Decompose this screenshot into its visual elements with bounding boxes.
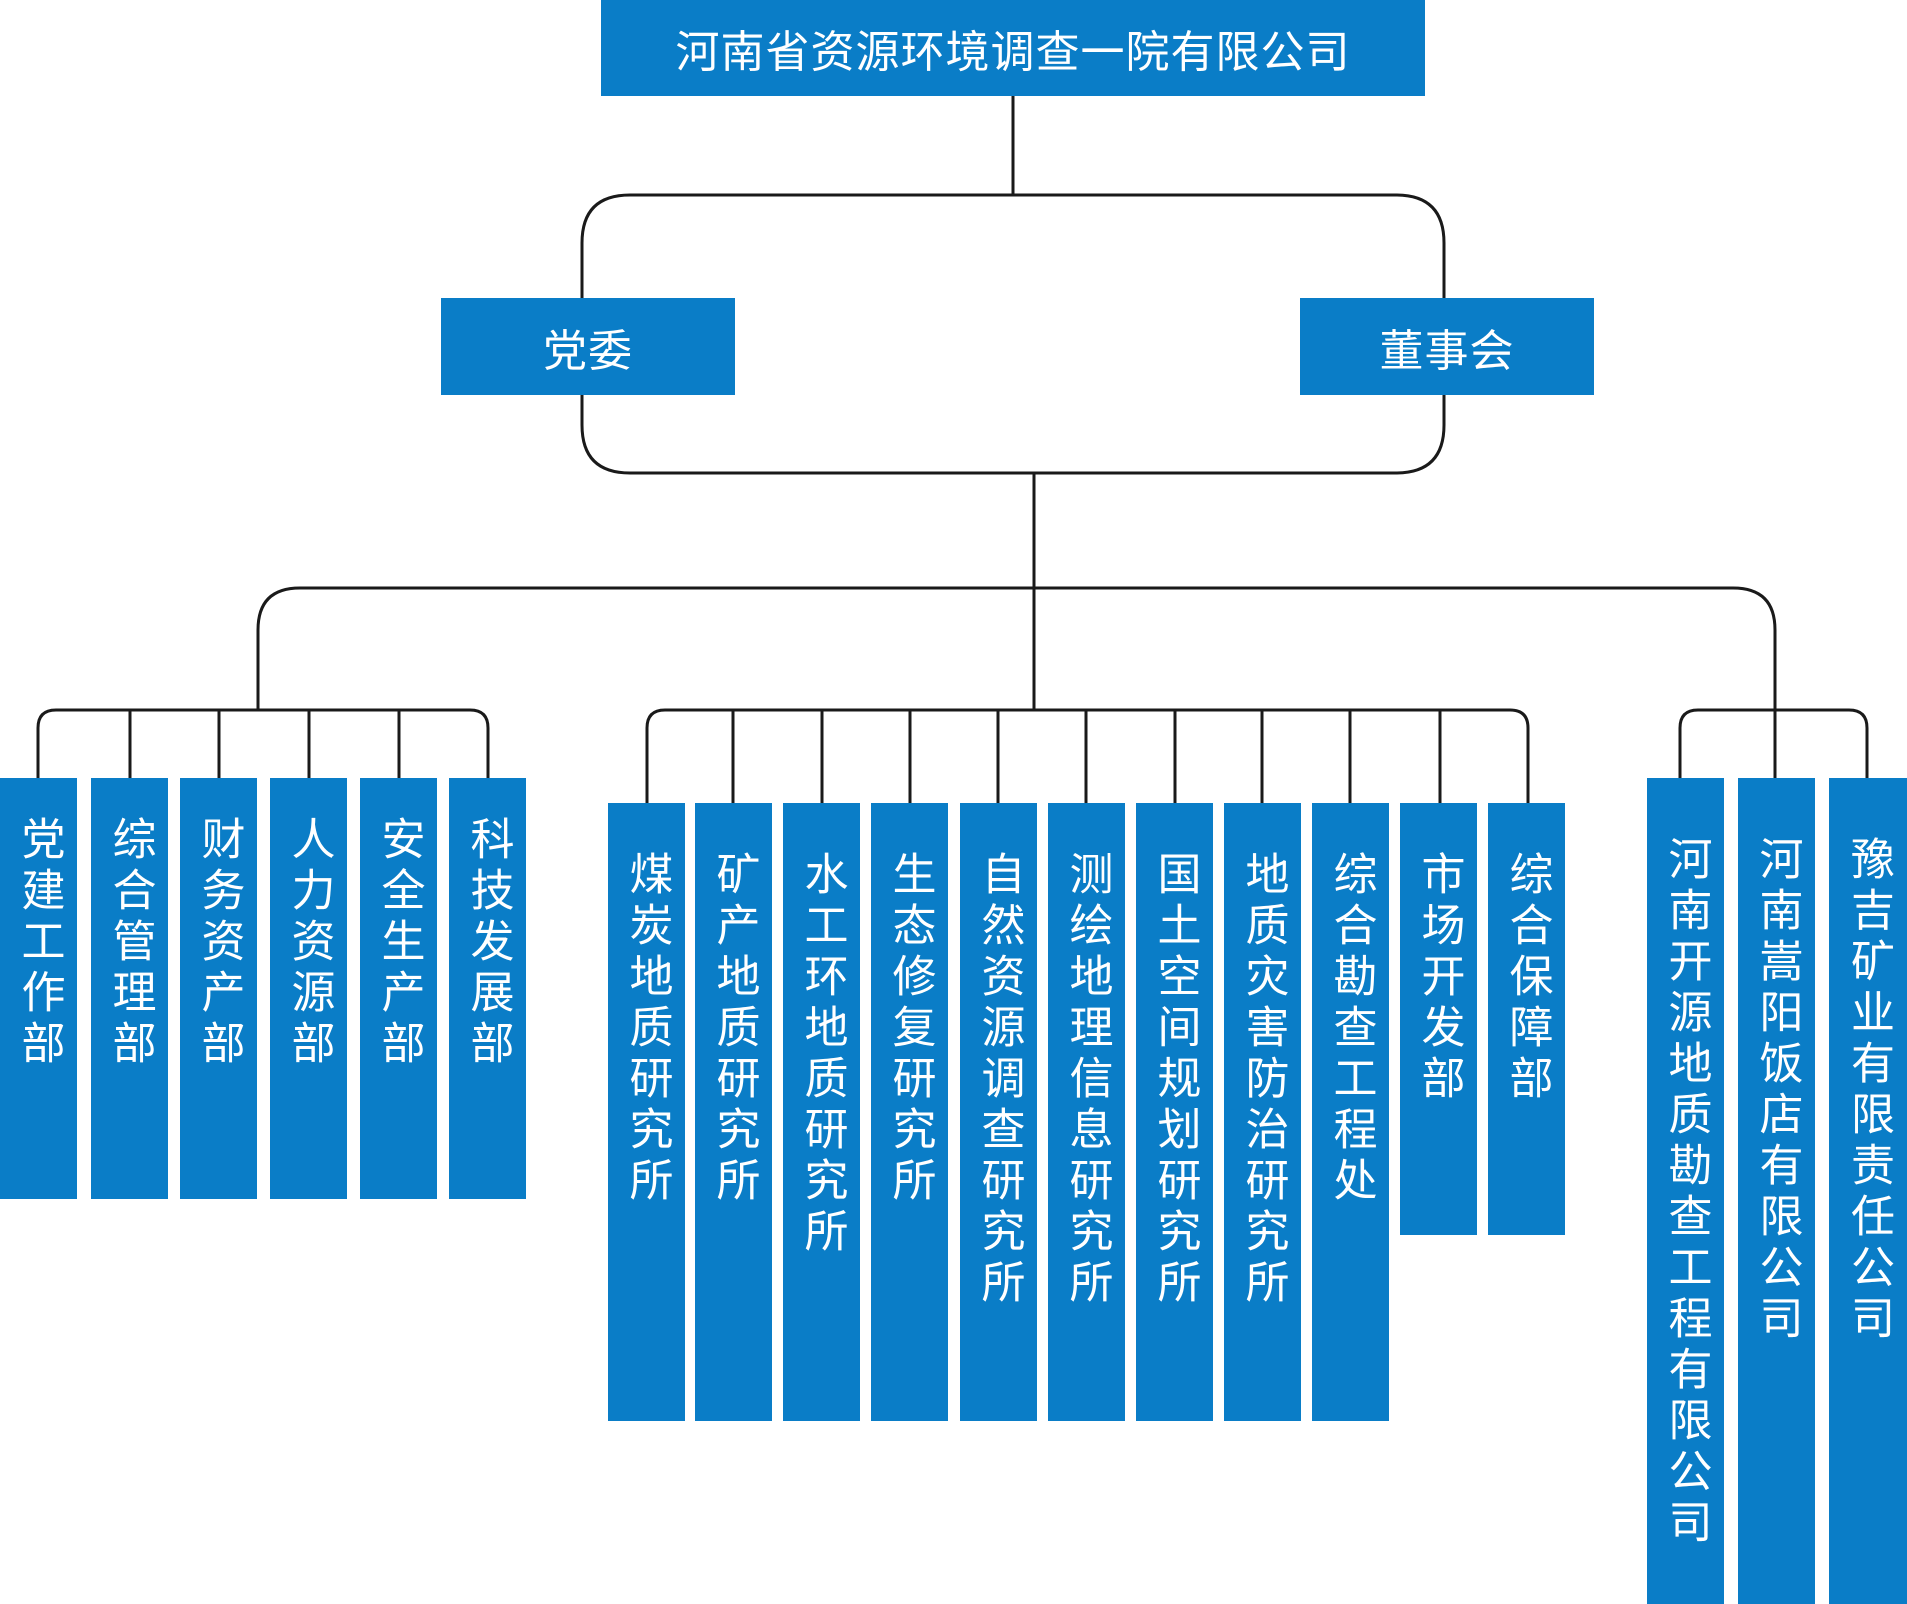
subsidiary-box: 河南开源地质勘查工程有限公司 [1647, 778, 1724, 1604]
institute-box: 自然资源调查研究所 [960, 803, 1037, 1421]
department-label: 人力资源部 [283, 816, 335, 1071]
institute-box: 国土空间规划研究所 [1136, 803, 1213, 1421]
institute-box: 综合保障部 [1488, 803, 1565, 1235]
department-box: 科技发展部 [449, 778, 526, 1199]
party-committee-label: 党委 [543, 325, 633, 377]
subsidiary-label: 河南嵩阳饭店有限公司 [1751, 836, 1803, 1346]
department-box: 安全生产部 [360, 778, 437, 1199]
department-label: 综合管理部 [104, 816, 156, 1071]
department-label: 科技发展部 [462, 816, 514, 1071]
institute-label: 国土空间规划研究所 [1149, 851, 1201, 1310]
company-box: 河南省资源环境调查一院有限公司 [601, 0, 1425, 96]
institute-label: 水工环地质研究所 [796, 851, 848, 1259]
board-label: 董事会 [1379, 325, 1515, 377]
department-box: 人力资源部 [270, 778, 347, 1199]
subsidiary-label: 豫吉矿业有限责任公司 [1843, 836, 1894, 1346]
company-name: 河南省资源环境调查一院有限公司 [675, 27, 1351, 78]
subsidiary-box: 豫吉矿业有限责任公司 [1829, 778, 1907, 1604]
department-label: 安全生产部 [373, 816, 425, 1071]
institute-label: 测绘地理信息研究所 [1061, 851, 1113, 1310]
institute-label: 自然资源调查研究所 [973, 851, 1025, 1310]
institute-label: 市场开发部 [1413, 851, 1465, 1106]
institute-box: 水工环地质研究所 [783, 803, 860, 1421]
institute-box: 地质灾害防治研究所 [1224, 803, 1301, 1421]
subsidiary-label: 河南开源地质勘查工程有限公司 [1660, 836, 1712, 1550]
institute-label: 地质灾害防治研究所 [1237, 851, 1289, 1310]
institute-label: 综合保障部 [1501, 851, 1553, 1106]
institute-box: 生态修复研究所 [871, 803, 948, 1421]
institute-box: 煤炭地质研究所 [608, 803, 685, 1421]
board-box: 董事会 [1300, 298, 1594, 395]
institute-box: 矿产地质研究所 [695, 803, 772, 1421]
department-label: 财务资产部 [193, 816, 245, 1071]
institute-label: 煤炭地质研究所 [621, 851, 673, 1208]
department-box: 综合管理部 [91, 778, 168, 1199]
institute-box: 测绘地理信息研究所 [1048, 803, 1125, 1421]
institute-box: 综合勘查工程处 [1312, 803, 1389, 1421]
institute-label: 生态修复研究所 [884, 851, 936, 1208]
department-box: 财务资产部 [180, 778, 257, 1199]
institute-label: 矿产地质研究所 [708, 851, 760, 1208]
department-label: 党建工作部 [13, 816, 65, 1071]
department-box: 党建工作部 [0, 778, 77, 1199]
institute-box: 市场开发部 [1400, 803, 1477, 1235]
party-committee-box: 党委 [441, 298, 735, 395]
subsidiary-box: 河南嵩阳饭店有限公司 [1738, 778, 1815, 1604]
institute-label: 综合勘查工程处 [1325, 851, 1377, 1208]
